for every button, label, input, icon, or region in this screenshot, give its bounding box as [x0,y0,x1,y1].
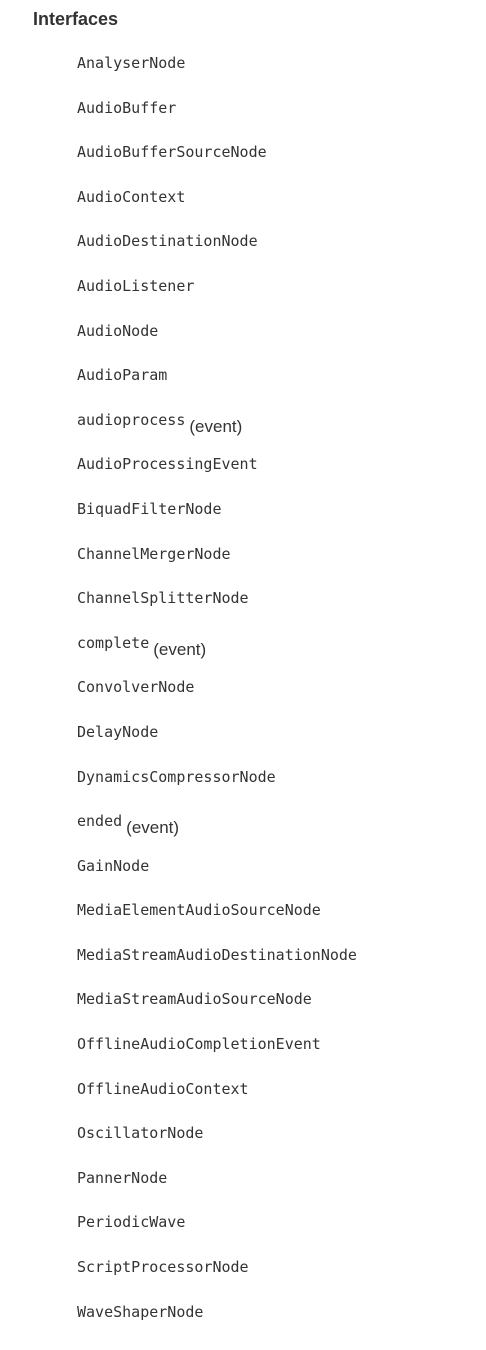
interface-link[interactable]: AudioNode [77,321,159,340]
interface-link[interactable]: ConvolverNode [77,678,195,697]
list-item: AnalyserNode [77,50,477,95]
list-item: ChannelSplitterNode [77,585,477,630]
list-item: ConvolverNode [77,674,477,719]
list-item: AudioNode [77,318,477,363]
interface-link[interactable]: OscillatorNode [77,1124,204,1143]
interface-link[interactable]: AnalyserNode [77,54,186,72]
list-item: AudioContext [77,184,477,229]
list-item: MediaElementAudioSourceNode [77,897,477,942]
interface-link[interactable]: AudioContext [77,187,186,206]
list-item: WaveShaperNode [77,1299,477,1344]
interface-link[interactable]: DynamicsCompressorNode [77,767,276,786]
list-item: OfflineAudioContext [77,1076,477,1121]
interface-link[interactable]: complete [77,633,150,652]
interface-link[interactable]: WaveShaperNode [77,1302,204,1321]
interface-link[interactable]: AudioBuffer [77,98,177,117]
list-item: AudioDestinationNode [77,228,477,273]
interface-link[interactable]: BiquadFilterNode [77,499,222,518]
list-item: BiquadFilterNode [77,496,477,541]
interface-link[interactable]: audioprocess [77,410,186,429]
list-item: AudioParam [77,362,477,407]
list-item: AudioListener [77,273,477,318]
event-note: (event) [189,416,243,436]
interface-link[interactable]: MediaStreamAudioDestinationNode [77,945,357,964]
list-item: ended(event) [77,808,477,853]
list-item: ChannelMergerNode [77,541,477,586]
interface-link[interactable]: PannerNode [77,1168,168,1187]
interface-link[interactable]: GainNode [77,856,150,875]
list-item: audioprocess(event) [77,407,477,452]
list-item: ScriptProcessorNode [77,1254,477,1299]
interface-link[interactable]: ChannelMergerNode [77,544,231,563]
section-title: Interfaces [33,9,119,29]
interface-link[interactable]: PeriodicWave [77,1213,186,1232]
list-item: DelayNode [77,719,477,764]
list-item: AudioBufferSourceNode [77,139,477,184]
list-item: DynamicsCompressorNode [77,764,477,809]
list-item: OfflineAudioCompletionEvent [77,1031,477,1076]
interface-link[interactable]: MediaStreamAudioSourceNode [77,990,312,1009]
interface-link[interactable]: ChannelSplitterNode [77,589,249,608]
interface-link[interactable]: AudioListener [77,276,195,295]
interface-link[interactable]: AudioBufferSourceNode [77,143,267,162]
interface-link[interactable]: DelayNode [77,722,159,741]
list-item: MediaStreamAudioDestinationNode [77,942,477,987]
interface-link[interactable]: OfflineAudioCompletionEvent [77,1035,321,1054]
list-item: AudioProcessingEvent [77,451,477,496]
list-item: AudioBuffer [77,95,477,140]
interface-link[interactable]: ended [77,812,123,831]
list-item: OscillatorNode [77,1120,477,1165]
interface-link[interactable]: MediaElementAudioSourceNode [77,901,321,920]
event-note: (event) [153,639,207,659]
event-note: (event) [126,818,180,838]
list-item: GainNode [77,853,477,898]
interface-link[interactable]: AudioProcessingEvent [77,455,258,474]
interface-link[interactable]: AudioParam [77,366,168,385]
list-item: PannerNode [77,1165,477,1210]
list-item: PeriodicWave [77,1209,477,1254]
interface-link[interactable]: AudioDestinationNode [77,232,258,251]
list-item: complete(event) [77,630,477,675]
interface-link[interactable]: OfflineAudioContext [77,1079,249,1098]
list-item: MediaStreamAudioSourceNode [77,986,477,1031]
interface-link[interactable]: ScriptProcessorNode [77,1258,249,1277]
